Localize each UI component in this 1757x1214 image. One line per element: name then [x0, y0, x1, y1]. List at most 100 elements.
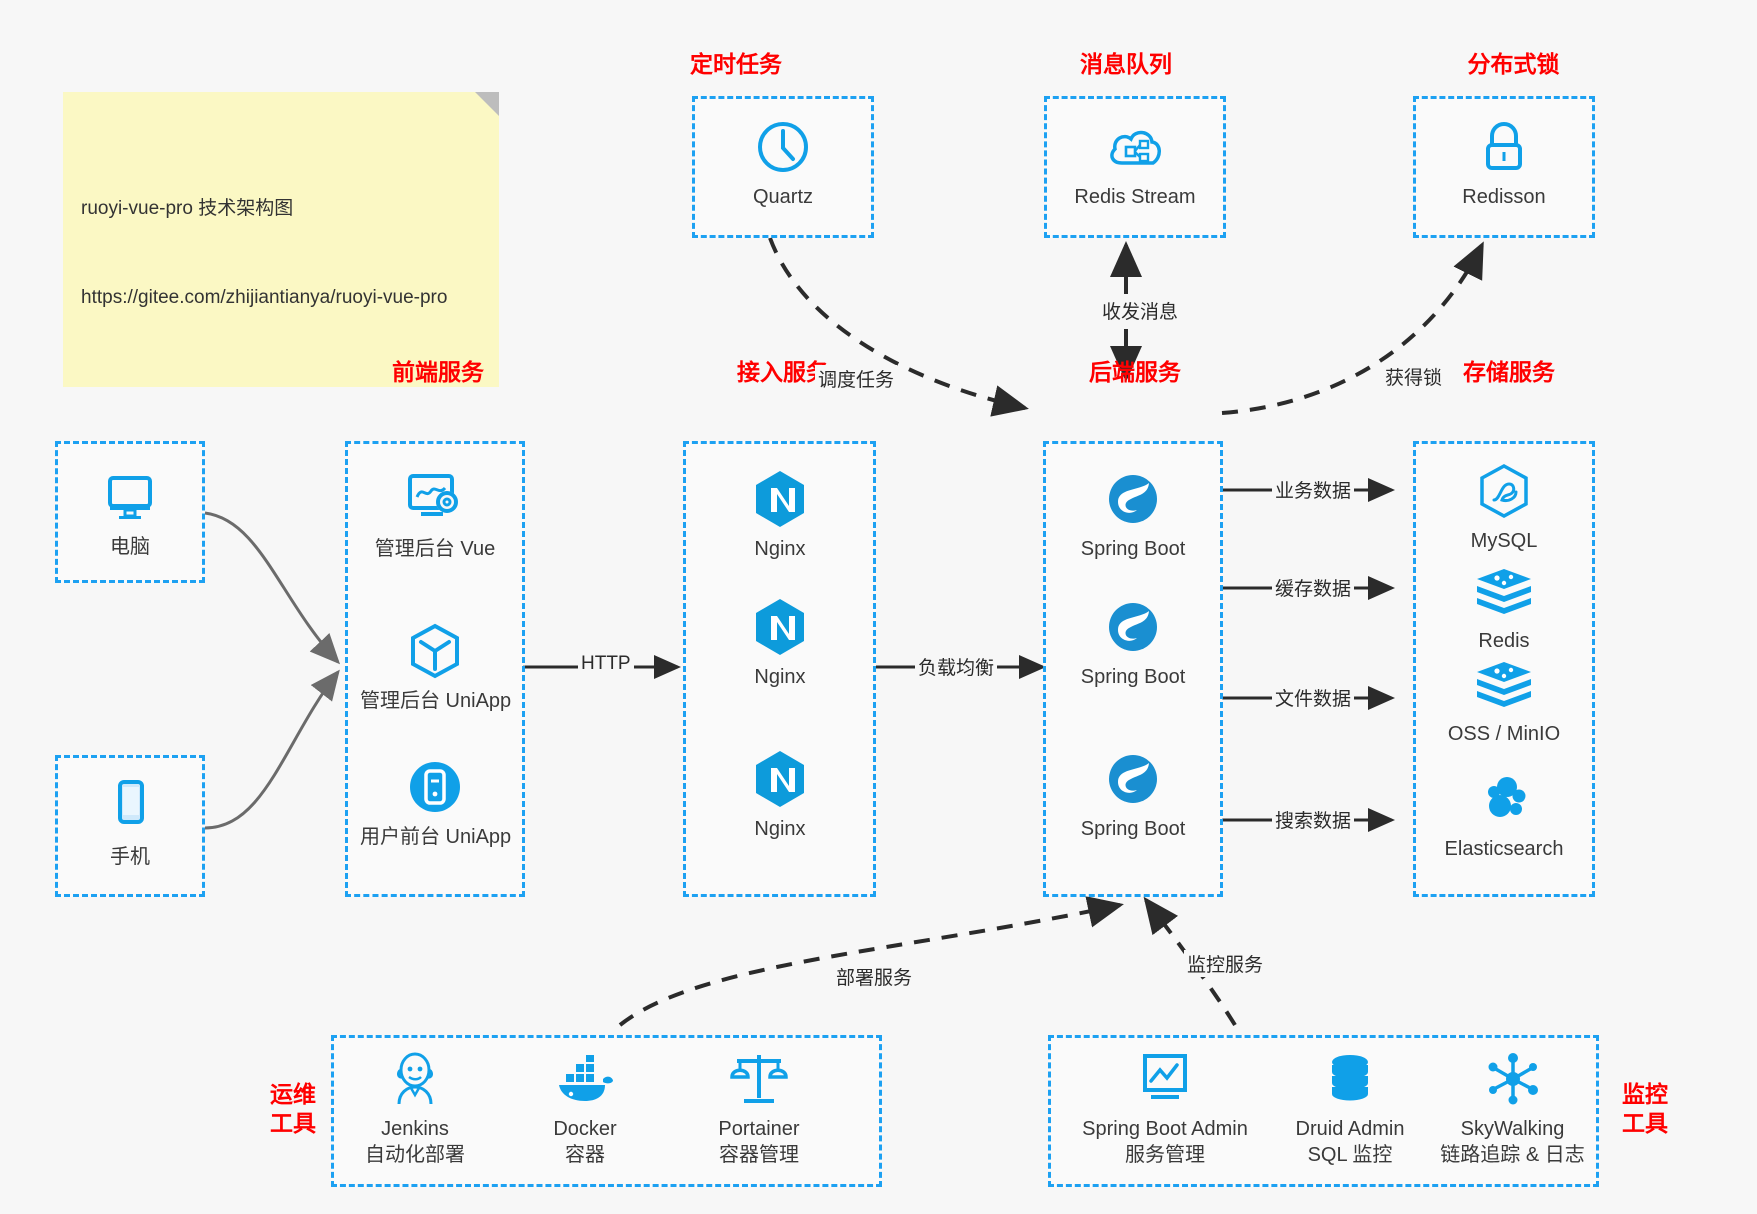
group-devops [331, 1035, 882, 1187]
node-redis-stream[interactable]: Redis Stream [1060, 118, 1210, 210]
edge-label-http: HTTP [578, 653, 634, 675]
mobile-circle-icon [360, 758, 510, 816]
group-client-desktop [55, 441, 205, 583]
node-skywalking[interactable]: SkyWalking 链路追踪 & 日志 [1425, 1050, 1600, 1168]
note-line-1: ruoyi-vue-pro 技术架构图 [81, 198, 294, 220]
group-client-phone [55, 755, 205, 897]
edge-label-monitor-service: 监控服务 [1184, 950, 1267, 977]
node-phone[interactable]: 手机 [55, 778, 205, 870]
group-title-gateway: 接入服务 [737, 359, 829, 385]
group-title-distributed-lock: 分布式锁 [1467, 51, 1560, 77]
group-title-monitoring: 监控 工具 [1610, 1080, 1680, 1138]
scales-icon [684, 1050, 834, 1108]
elasticsearch-icon [1429, 770, 1579, 828]
node-label: OSS / MinIO [1447, 723, 1561, 745]
note-fold-corner [475, 92, 499, 116]
edge-label-deploy-service: 部署服务 [833, 963, 916, 990]
node-redisson[interactable]: Redisson [1429, 118, 1579, 210]
node-spring-boot-1[interactable]: Spring Boot [1058, 470, 1208, 562]
node-nginx-2[interactable]: Nginx [705, 598, 855, 690]
node-oss-minio[interactable]: OSS / MinIO [1429, 655, 1579, 747]
node-sublabel: 链路追踪 & 日志 [1440, 1144, 1585, 1166]
devops-title-line-1: 运维 [270, 1081, 316, 1107]
node-quartz[interactable]: Quartz [708, 118, 858, 210]
redis-icon [1429, 655, 1579, 713]
node-sublabel: 容器管理 [719, 1144, 799, 1166]
node-label: Spring Boot [1080, 538, 1186, 560]
node-elasticsearch[interactable]: Elasticsearch [1429, 770, 1579, 862]
node-label: Jenkins [381, 1118, 449, 1140]
node-sublabel: 自动化部署 [365, 1144, 465, 1166]
node-druid-admin[interactable]: Druid Admin SQL 监控 [1275, 1050, 1425, 1168]
node-nginx-1[interactable]: Nginx [705, 470, 855, 562]
node-label: Druid Admin [1295, 1118, 1405, 1140]
node-redis[interactable]: Redis [1429, 562, 1579, 654]
node-sublabel: SQL 监控 [1307, 1144, 1393, 1166]
edge-label-send-receive-message: 收发消息 [1099, 297, 1182, 324]
node-label: Redis [1478, 630, 1530, 652]
cube-icon [360, 622, 510, 680]
group-title-message-queue: 消息队列 [1080, 51, 1172, 77]
spring-icon [1058, 470, 1208, 528]
node-label: Nginx [754, 666, 806, 688]
edge-label-load-balance: 负载均衡 [915, 653, 998, 680]
node-sublabel: 服务管理 [1125, 1144, 1205, 1166]
node-label: 管理后台 Vue [374, 538, 496, 560]
node-admin-vue[interactable]: 管理后台 Vue [360, 470, 510, 562]
node-docker[interactable]: Docker 容器 [510, 1050, 660, 1168]
group-title-devops: 运维 工具 [258, 1080, 328, 1138]
nginx-icon [705, 750, 855, 808]
edge-label-file-data: 文件数据 [1272, 684, 1355, 711]
clock-icon [708, 118, 858, 176]
desktop-icon [55, 468, 205, 526]
edge-label-cache-data: 缓存数据 [1272, 574, 1355, 601]
monitor-chart-icon [1075, 1050, 1255, 1108]
nginx-icon [705, 598, 855, 656]
node-label: Spring Boot [1080, 818, 1186, 840]
lock-icon [1429, 118, 1579, 176]
cloud-network-icon [1060, 118, 1210, 176]
group-title-storage: 存储服务 [1463, 359, 1555, 385]
node-label: Nginx [754, 818, 806, 840]
skywalking-icon [1425, 1050, 1600, 1108]
node-label: Portainer [718, 1118, 800, 1140]
docker-icon [510, 1050, 660, 1108]
monitoring-title-line-2: 工具 [1622, 1109, 1668, 1136]
edge-label-acquire-lock: 获得锁 [1382, 363, 1446, 390]
node-label: Redis Stream [1074, 186, 1196, 208]
jenkins-icon [340, 1050, 490, 1108]
nginx-icon [705, 470, 855, 528]
architecture-note: ruoyi-vue-pro 技术架构图 https://gitee.com/zh… [63, 92, 499, 387]
node-portainer[interactable]: Portainer 容器管理 [684, 1050, 834, 1168]
node-spring-boot-admin[interactable]: Spring Boot Admin 服务管理 [1075, 1050, 1255, 1168]
node-label: Spring Boot Admin [1082, 1118, 1248, 1140]
node-label: 手机 [110, 846, 150, 868]
node-desktop[interactable]: 电脑 [55, 468, 205, 560]
mysql-icon [1429, 462, 1579, 520]
group-message-queue [1044, 96, 1226, 238]
edge-label-business-data: 业务数据 [1272, 476, 1355, 503]
node-label: 电脑 [110, 536, 150, 558]
node-admin-uniapp[interactable]: 管理后台 UniApp [360, 622, 511, 714]
group-scheduled-task [692, 96, 874, 238]
node-nginx-3[interactable]: Nginx [705, 750, 855, 842]
node-mysql[interactable]: MySQL [1429, 462, 1579, 554]
node-label: Nginx [754, 538, 806, 560]
edge-label-schedule-task: 调度任务 [815, 365, 898, 392]
devops-title-line-2: 工具 [270, 1109, 316, 1136]
node-user-uniapp[interactable]: 用户前台 UniApp [360, 758, 511, 850]
phone-icon [55, 778, 205, 836]
group-title-backend: 后端服务 [1089, 359, 1181, 385]
group-title-scheduled-task: 定时任务 [690, 51, 782, 77]
database-icon [1275, 1050, 1425, 1108]
edge-label-search-data: 搜索数据 [1272, 806, 1355, 833]
node-spring-boot-2[interactable]: Spring Boot [1058, 598, 1208, 690]
node-spring-boot-3[interactable]: Spring Boot [1058, 750, 1208, 842]
group-monitoring [1048, 1035, 1599, 1187]
spring-icon [1058, 598, 1208, 656]
group-title-frontend: 前端服务 [392, 359, 484, 385]
dashboard-gear-icon [360, 470, 510, 528]
node-jenkins[interactable]: Jenkins 自动化部署 [340, 1050, 490, 1168]
node-label: Docker [553, 1118, 617, 1140]
note-line-2: https://gitee.com/zhijiantianya/ruoyi-vu… [81, 286, 448, 308]
